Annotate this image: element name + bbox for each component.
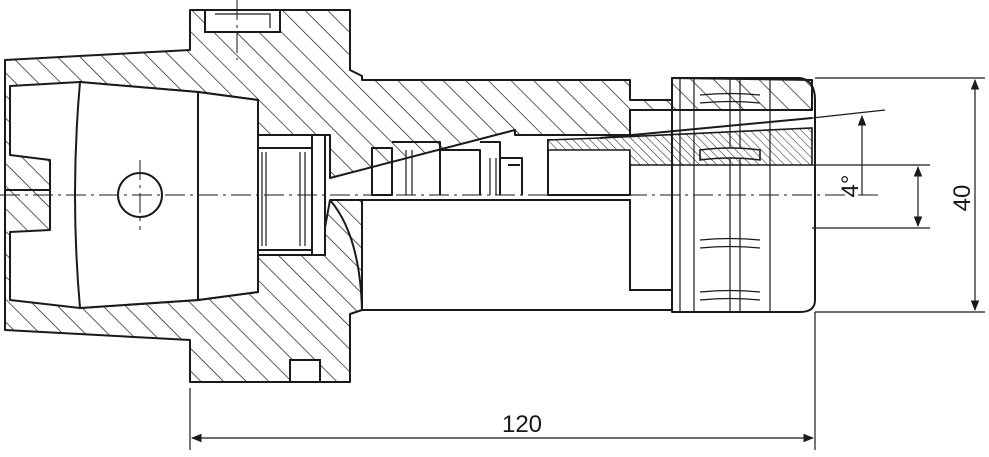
drive-slot-detail — [215, 13, 271, 28]
body-lower — [330, 199, 673, 311]
taper-shank — [4, 9, 813, 383]
length-dimension: 120 — [189, 312, 816, 450]
screw-threads — [261, 152, 306, 246]
taper-angle-dimension: 4° — [811, 109, 930, 229]
bottom-notch — [289, 359, 321, 383]
diameter-label: 40 — [949, 185, 976, 212]
length-label: 120 — [502, 411, 542, 438]
taper-angle-label: 4° — [837, 175, 864, 198]
bore-step — [197, 90, 259, 302]
drive-slot — [204, 9, 281, 33]
nut-body — [671, 77, 816, 313]
retaining-screw-flange — [311, 134, 326, 256]
diameter-dimension: 40 — [815, 77, 985, 313]
taper-line — [599, 117, 813, 139]
body-curve — [329, 199, 363, 311]
